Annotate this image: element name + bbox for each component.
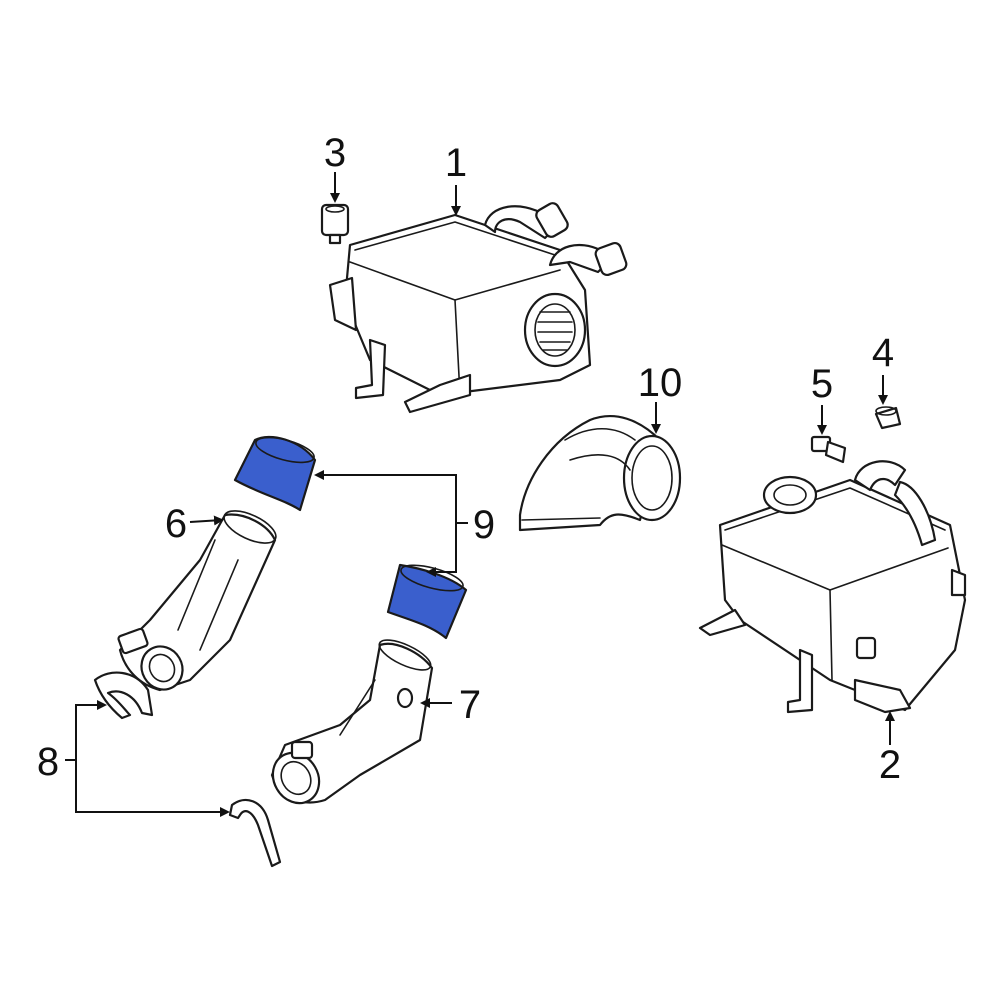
callout-7: 7 [459,683,481,727]
clamp-part-8-upper[interactable] [93,671,154,720]
callout-2: 2 [879,743,901,787]
callout-8: 8 [37,740,59,784]
cap-part-4[interactable] [874,406,902,430]
callout-3: 3 [324,131,346,175]
coupler-upper-body [233,435,317,512]
callout-labels: 1 3 4 5 10 2 6 7 9 8 [37,131,901,787]
leader-lines [65,172,895,817]
coupler-part-9-lower[interactable] [386,560,468,640]
callout-4: 4 [872,331,894,375]
leader-9b [426,523,457,577]
coupler-lower-body [386,563,468,640]
callout-9: 9 [473,503,495,547]
air-duct-part-6[interactable] [117,504,281,697]
leader-8a [65,700,107,761]
air-duct-part-7[interactable] [264,634,435,811]
leader-8b [75,760,230,817]
clamp-part-8-lower[interactable] [228,798,282,868]
air-filter-housing-lower[interactable] [698,460,967,714]
leader-6 [189,515,224,526]
coupler-part-9-upper[interactable] [233,433,317,512]
leader-9 [314,470,468,524]
callout-6: 6 [165,502,187,546]
intake-elbow-part-10[interactable] [518,415,682,532]
bolt-part-5[interactable] [810,435,847,464]
callout-1: 1 [445,141,467,185]
callout-5: 5 [811,362,833,406]
grommet-part-3[interactable] [320,203,350,245]
callout-10: 10 [638,361,683,405]
air-filter-housing-upper[interactable] [328,201,628,414]
